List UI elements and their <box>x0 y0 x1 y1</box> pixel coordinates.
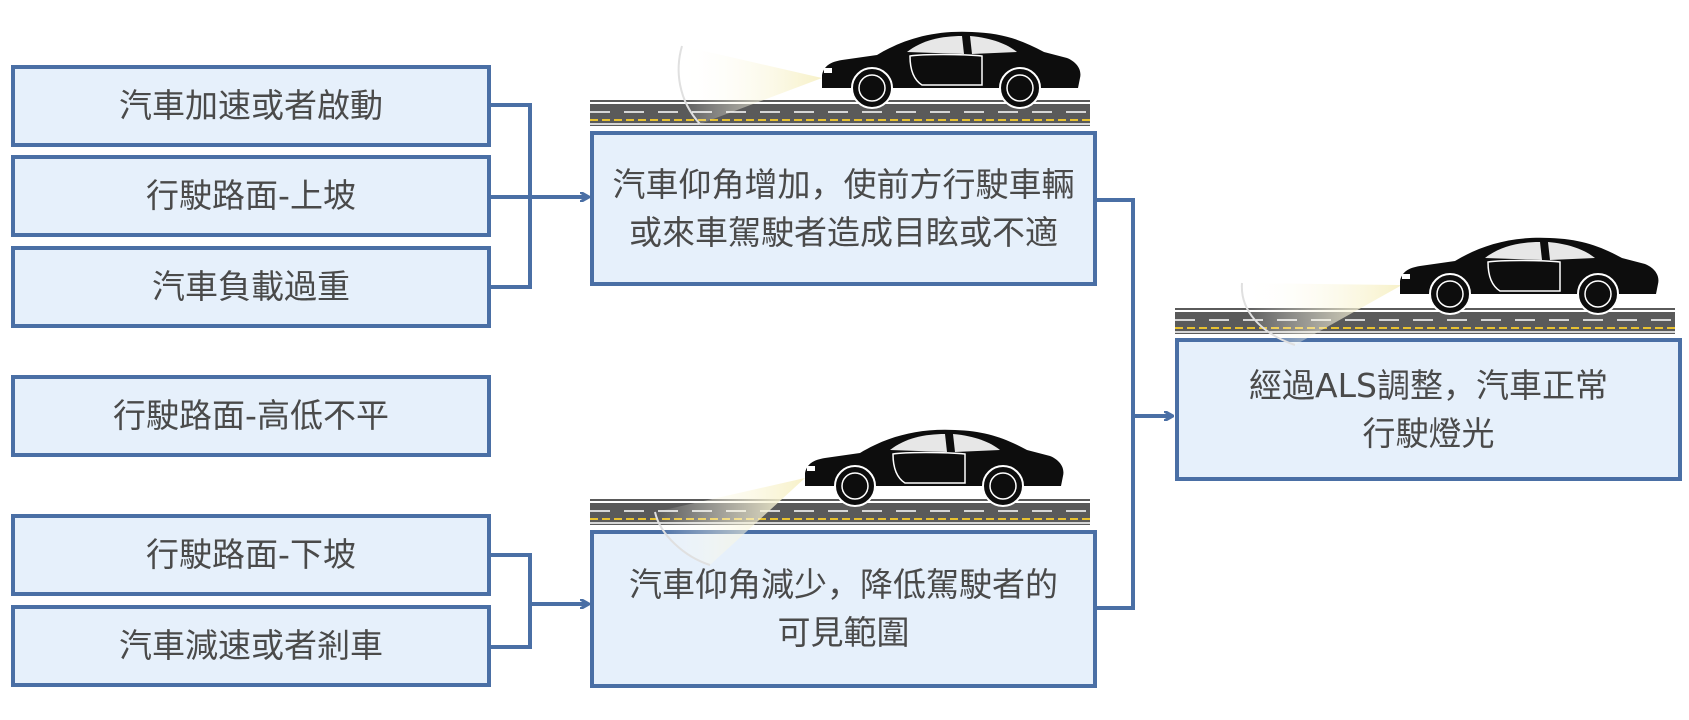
effect-box-pitch-up: 汽車仰角增加，使前方行駛車輛 或來車駕駛者造成目眩或不適 <box>590 131 1097 286</box>
result-box: 經過ALS調整，汽車正常 行駛燈光 <box>1175 338 1682 481</box>
cause-label: 汽車加速或者啟動 <box>119 86 383 126</box>
cause-label: 行駛路面-高低不平 <box>113 396 389 436</box>
cause-box-braking: 汽車減速或者剎車 <box>11 605 491 687</box>
car-headlight-level-icon <box>1174 236 1676 346</box>
effect-box-pitch-down: 汽車仰角減少，降低駕駛者的 可見範圍 <box>590 530 1097 688</box>
effect-line: 汽車仰角減少，降低駕駛者的 <box>629 565 1058 605</box>
cause-box-uphill: 行駛路面-上坡 <box>11 155 491 237</box>
cause-box-downhill: 行駛路面-下坡 <box>11 514 491 596</box>
result-line: 經過ALS調整，汽車正常 <box>1249 365 1608 405</box>
cause-box-accelerate: 汽車加速或者啟動 <box>11 65 491 147</box>
bracket-effects <box>1097 198 1135 610</box>
effect-line: 汽車仰角增加，使前方行駛車輛 <box>612 164 1075 204</box>
result-line: 行駛燈光 <box>1362 413 1495 453</box>
cause-box-overload: 汽車負載過重 <box>11 246 491 328</box>
car-headlight-down-icon <box>589 428 1091 566</box>
cause-label: 汽車負載過重 <box>152 267 350 307</box>
cause-label: 汽車減速或者剎車 <box>119 626 383 666</box>
cause-label: 行駛路面-上坡 <box>146 176 356 216</box>
effect-line: 可見範圍 <box>777 613 910 652</box>
car-headlight-up-icon <box>589 30 1091 127</box>
cause-label: 行駛路面-下坡 <box>146 535 356 575</box>
cause-box-uneven-road: 行駛路面-高低不平 <box>11 375 491 457</box>
bracket-bottom <box>490 553 532 649</box>
effect-line: 或來車駕駛者造成目眩或不適 <box>629 212 1058 252</box>
